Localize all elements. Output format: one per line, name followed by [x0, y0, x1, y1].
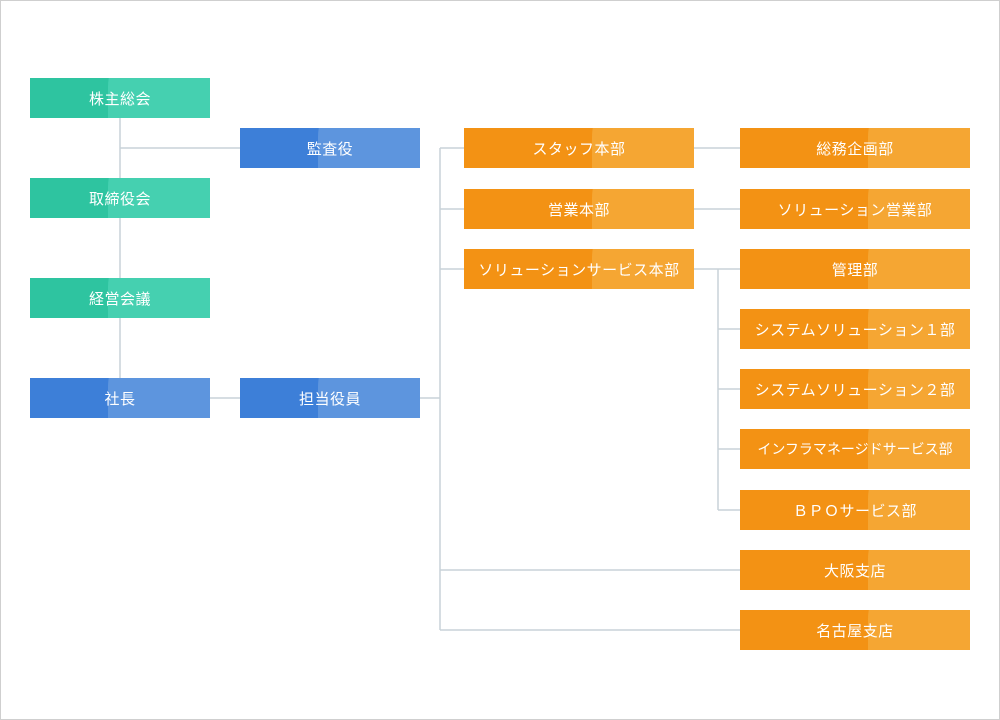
- node-label: 総務企画部: [816, 139, 894, 158]
- node-solution-service-division: ソリューションサービス本部: [464, 249, 694, 289]
- node-label: 管理部: [831, 260, 879, 279]
- node-sales-division: 営業本部: [464, 189, 694, 229]
- node-executive-officer: 担当役員: [240, 378, 420, 418]
- node-system-solution-2: システムソリューション２部: [740, 369, 970, 409]
- node-general-affairs-planning: 総務企画部: [740, 128, 970, 168]
- node-label: ソリューション営業部: [777, 200, 933, 219]
- node-label: 社長: [104, 389, 136, 408]
- node-label: 名古屋支店: [816, 621, 894, 640]
- node-nagoya-branch: 名古屋支店: [740, 610, 970, 650]
- node-label: システムソリューション２部: [754, 380, 956, 399]
- node-auditor: 監査役: [240, 128, 420, 168]
- node-osaka-branch: 大阪支店: [740, 550, 970, 590]
- node-label: ＢＰＯサービス部: [792, 501, 917, 520]
- node-label: 大阪支店: [823, 561, 886, 580]
- node-system-solution-1: システムソリューション１部: [740, 309, 970, 349]
- node-shareholders-meeting: 株主総会: [30, 78, 210, 118]
- node-bpo-service: ＢＰＯサービス部: [740, 490, 970, 530]
- node-management-meeting: 経営会議: [30, 278, 210, 318]
- node-label: システムソリューション１部: [754, 320, 956, 339]
- node-infra-managed-service: インフラマネージドサービス部: [740, 429, 970, 469]
- node-label: 取締役会: [88, 189, 151, 208]
- node-president: 社長: [30, 378, 210, 418]
- node-label: ソリューションサービス本部: [478, 260, 680, 279]
- node-solution-sales: ソリューション営業部: [740, 189, 970, 229]
- node-label: 担当役員: [298, 389, 361, 408]
- node-label: 経営会議: [88, 289, 151, 308]
- node-label: 監査役: [306, 139, 354, 158]
- node-label: スタッフ本部: [532, 139, 626, 158]
- node-label: 株主総会: [88, 89, 151, 108]
- node-staff-division: スタッフ本部: [464, 128, 694, 168]
- node-label: 営業本部: [547, 200, 610, 219]
- node-management-dept: 管理部: [740, 249, 970, 289]
- node-board-of-directors: 取締役会: [30, 178, 210, 218]
- node-label: インフラマネージドサービス部: [757, 442, 953, 458]
